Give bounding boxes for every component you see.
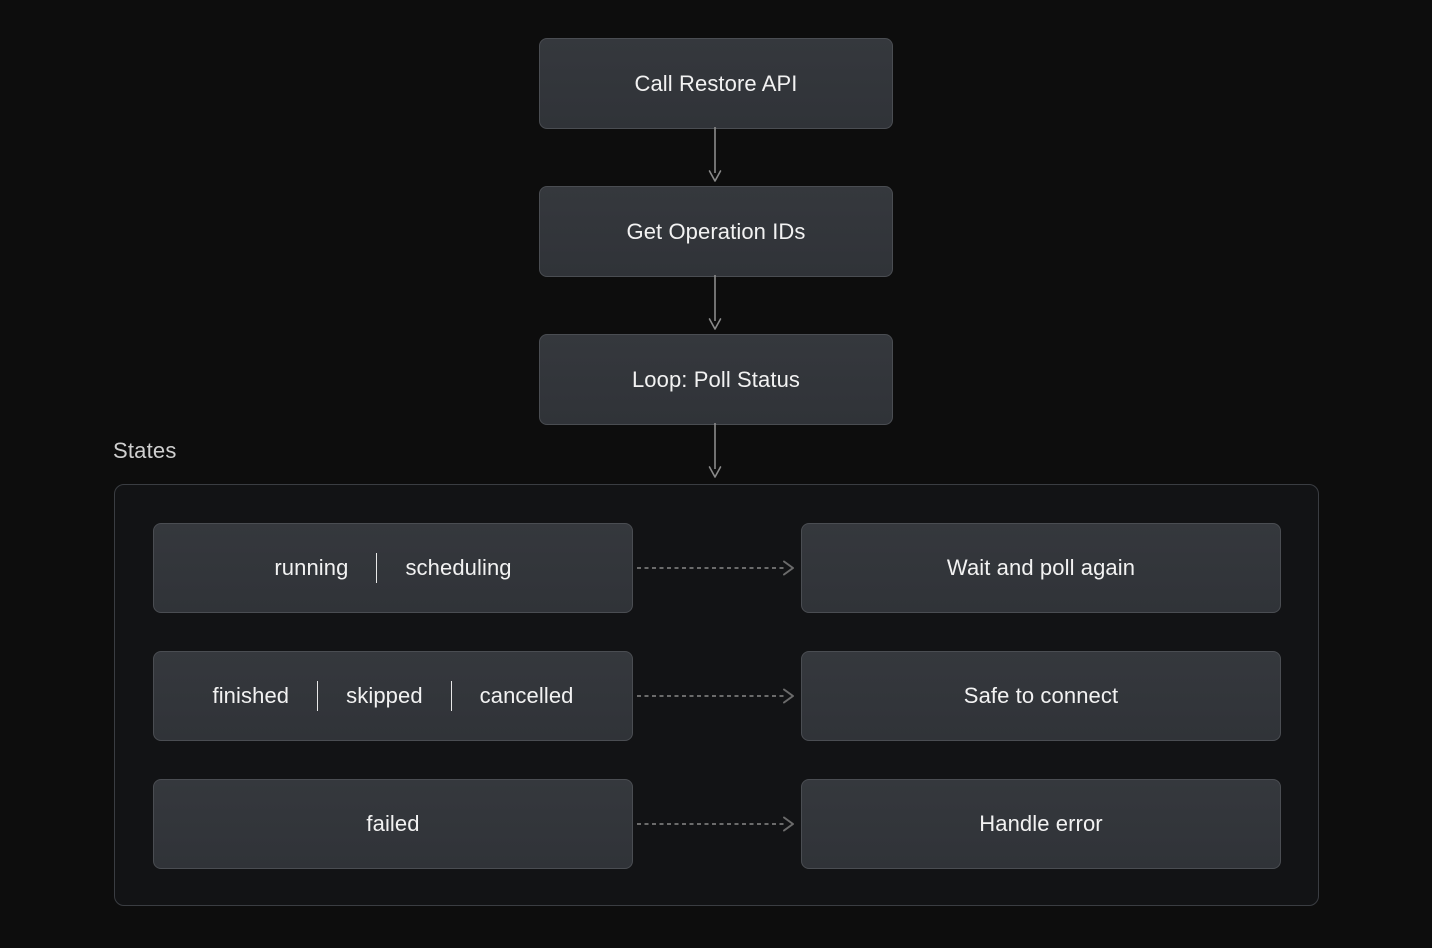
state-chip-failed[interactable]: failed (153, 779, 633, 869)
state-token: finished (212, 683, 290, 708)
node-loop-poll-status[interactable]: Loop: Poll Status (539, 334, 893, 425)
state-token-list: failed (366, 811, 419, 837)
action-label: Safe to connect (963, 683, 1119, 708)
node-label: Call Restore API (634, 70, 798, 96)
state-token-list: finished skipped cancelled (212, 681, 573, 711)
arrow-running-to-wait (637, 560, 794, 576)
action-label: Handle error (979, 811, 1103, 836)
state-row: finished skipped cancelled Safe to conne… (115, 651, 1318, 741)
state-separator-icon (317, 681, 319, 711)
state-row: running scheduling Wait and poll again (115, 523, 1318, 613)
state-token: running (274, 555, 349, 580)
state-token: cancelled (479, 683, 574, 708)
states-group-title: States (113, 438, 177, 463)
state-row: failed Handle error (115, 779, 1318, 869)
action-wait-and-poll-again[interactable]: Wait and poll again (801, 523, 1281, 613)
state-token-list: running scheduling (274, 553, 512, 583)
node-call-restore-api[interactable]: Call Restore API (539, 38, 893, 129)
node-label: Get Operation IDs (626, 218, 806, 244)
arrow-failed-to-handle-error (637, 816, 794, 832)
state-separator-icon (376, 553, 378, 583)
action-handle-error[interactable]: Handle error (801, 779, 1281, 869)
action-label: Wait and poll again (946, 555, 1136, 580)
node-get-operation-ids[interactable]: Get Operation IDs (539, 186, 893, 277)
arrow-loop-to-states (708, 423, 722, 478)
arrow-getops-to-loop (708, 275, 722, 330)
state-chip-finished-skipped-cancelled[interactable]: finished skipped cancelled (153, 651, 633, 741)
state-token: skipped (346, 683, 423, 708)
states-group-container: running scheduling Wait and poll again f… (114, 484, 1319, 906)
arrow-finished-to-safe (637, 688, 794, 704)
state-token: scheduling (405, 555, 512, 580)
node-label: Loop: Poll Status (631, 366, 801, 392)
state-token: failed (366, 811, 420, 836)
state-chip-running-scheduling[interactable]: running scheduling (153, 523, 633, 613)
action-safe-to-connect[interactable]: Safe to connect (801, 651, 1281, 741)
state-separator-icon (450, 681, 452, 711)
arrow-call-to-getops (708, 127, 722, 182)
